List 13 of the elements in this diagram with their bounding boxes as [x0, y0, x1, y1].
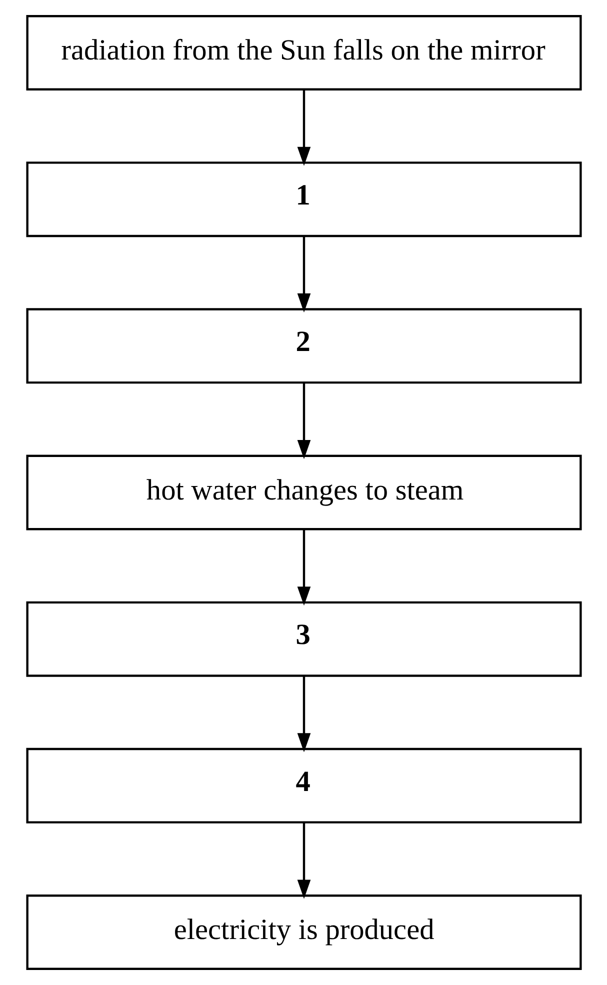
- node-box: electricity is produced: [26, 894, 582, 970]
- node-box: 2: [26, 308, 582, 384]
- node-box: hot water changes to steam: [26, 454, 582, 530]
- node-box: 1: [26, 162, 582, 238]
- arrow: [296, 383, 310, 460]
- arrow: [296, 822, 310, 899]
- arrow: [296, 90, 310, 166]
- arrow: [296, 236, 310, 312]
- node-box: 4: [26, 748, 582, 824]
- node-box: 3: [26, 601, 582, 677]
- arrow: [296, 676, 310, 752]
- node-box: radiation from the Sun falls on the mirror: [26, 15, 582, 90]
- arrow: [296, 530, 310, 606]
